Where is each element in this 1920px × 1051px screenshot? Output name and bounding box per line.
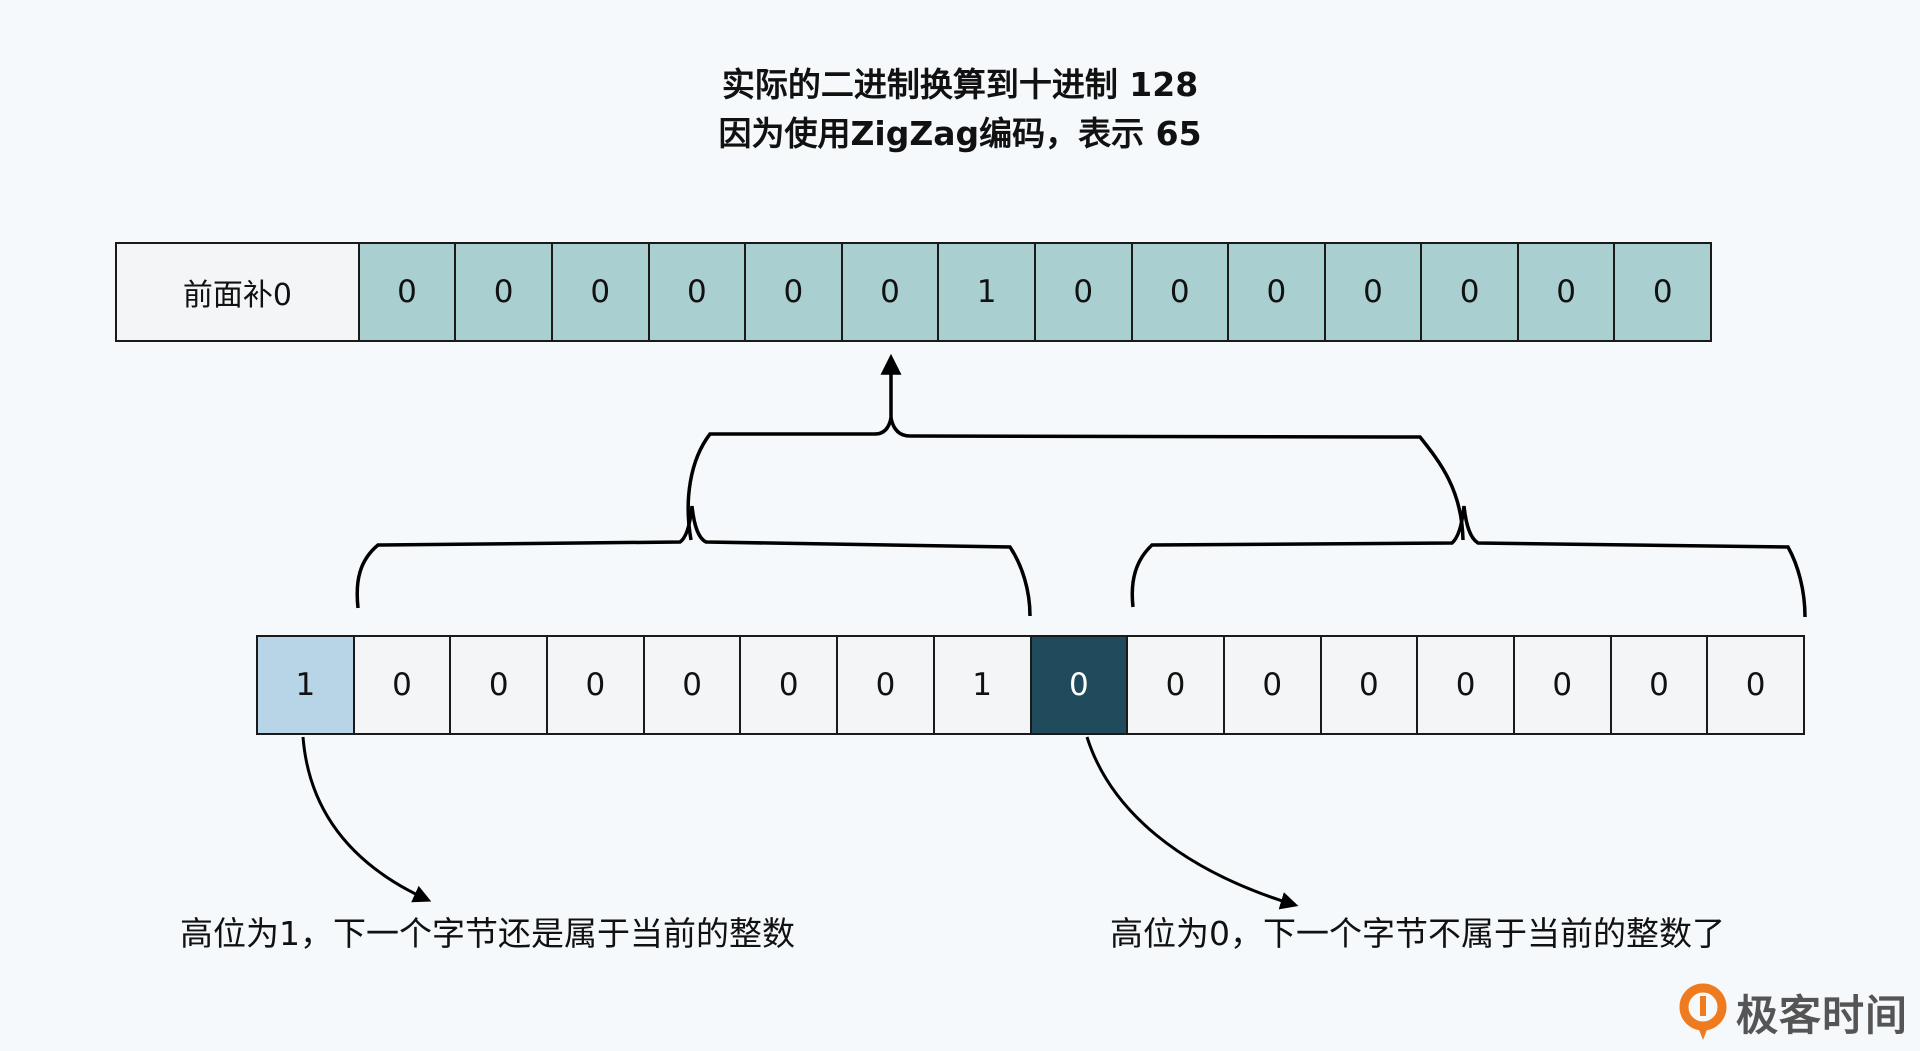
encoded-bit-cell: 0: [354, 637, 452, 733]
geektime-logo-icon: [1679, 983, 1727, 1040]
diagram-title: 实际的二进制换算到十进制 128 因为使用ZigZag编码，表示 65: [0, 60, 1920, 158]
geektime-logo: 极客时间: [1678, 982, 1908, 1042]
msb-continue-bit-cell: 1: [258, 637, 355, 733]
msb-continue-note: 高位为1，下一个字节还是属于当前的整数: [180, 914, 795, 953]
encoded-bit-cell: 0: [1128, 637, 1225, 733]
encoded-bit-cell: 0: [451, 637, 549, 733]
decoded-bit-cell: 0: [1325, 244, 1423, 340]
decoded-bit-cell: 0: [1229, 244, 1326, 340]
decoded-bit-cell: 0: [552, 244, 650, 340]
msb-end-note: 高位为0，下一个字节不属于当前的整数了: [1110, 914, 1725, 953]
encoded-bit-cell: 0: [548, 637, 645, 733]
msb-end-arrow: [1085, 736, 1299, 910]
msb-continue-arrow: [301, 736, 432, 903]
encoded-bit-cell: 0: [1708, 637, 1805, 733]
first-byte-brace: [355, 505, 1032, 617]
second-byte-brace: [1130, 505, 1807, 618]
encoded-bit-cell: 0: [741, 637, 839, 733]
title-line-1: 实际的二进制换算到十进制 128: [721, 65, 1199, 104]
upper-brace: [686, 417, 1465, 541]
decoded-bit-cell: 0: [1035, 244, 1133, 340]
encoded-bit-cell: 1: [934, 637, 1032, 733]
logo-text: 极客时间: [1736, 990, 1909, 1040]
msb-end-bit-cell: 0: [1031, 637, 1129, 733]
decoded-bit-cell: 0: [359, 244, 457, 340]
encoded-bit-cell: 0: [1611, 637, 1709, 733]
decoded-bit-cell: 0: [1132, 244, 1230, 340]
decoded-bit-cell: 0: [1615, 244, 1713, 340]
encoded-bit-cell: 0: [644, 637, 742, 733]
decoded-bit-cell: 0: [1518, 244, 1616, 340]
decoded-bit-cell: 1: [939, 244, 1036, 340]
decoded-bit-cell: 0: [649, 244, 747, 340]
decoded-bits-bar: 前面补0 0 0 0 0 0 0 1 0 0 0 0 0 0 0: [115, 242, 1713, 342]
encoded-bit-cell: 0: [1418, 637, 1515, 733]
decoded-bit-cell: 0: [1422, 244, 1519, 340]
varint-bytes-bar: 1 0 0 0 0 0 0 1 0 0 0 0 0 0 0 0: [256, 635, 1805, 735]
encoded-bit-cell: 0: [1224, 637, 1322, 733]
decoded-bit-cell: 0: [746, 244, 843, 340]
padding-cell: 前面补0: [117, 244, 360, 340]
encoded-bit-cell: 0: [838, 637, 935, 733]
decoded-bit-cell: 0: [456, 244, 553, 340]
encoded-bit-cell: 0: [1514, 637, 1612, 733]
title-line-2: 因为使用ZigZag编码，表示 65: [718, 114, 1202, 153]
encoded-bit-cell: 0: [1321, 637, 1419, 733]
decoded-bit-cell: 0: [842, 244, 940, 340]
